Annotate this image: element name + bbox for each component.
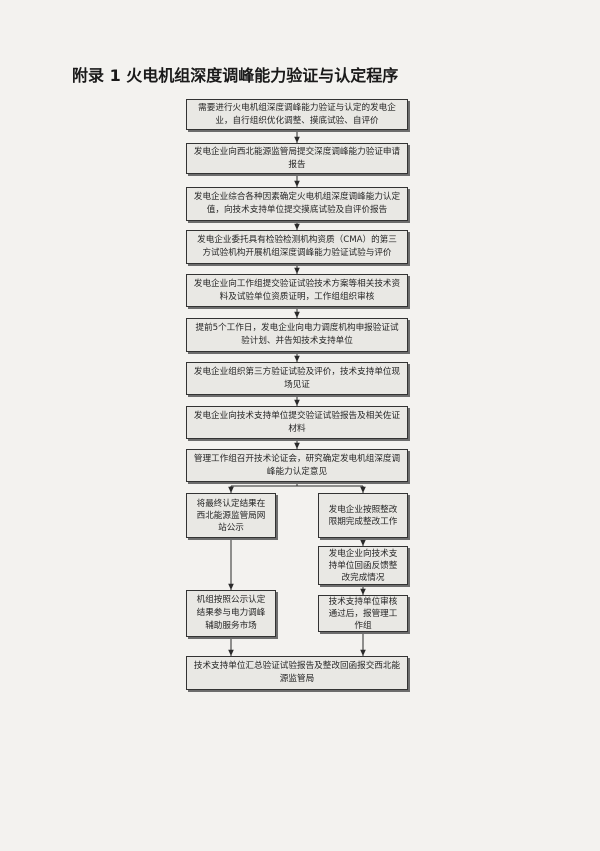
step-1-self-evaluation: 需要进行火电机组深度调峰能力验证与认定的发电企业，自行组织优化调整、摸底试验、自…: [186, 99, 408, 130]
step-5-submit-technical-plan: 发电企业向工作组提交验证试验技术方案等相关技术资料及试验单位资质证明，工作组组织…: [186, 274, 408, 307]
page-title: 附录 1 火电机组深度调峰能力验证与认定程序: [72, 66, 399, 85]
step-9-technical-review: 管理工作组召开技术论证会，研究确定发电机组深度调峰能力认定意见: [186, 449, 408, 482]
market-participation-box: 机组按照公示认定结果参与电力调峰辅助服务市场: [186, 590, 276, 637]
feedback-box: 发电企业向技术支持单位回函反馈整改完成情况: [318, 546, 408, 585]
step-4-third-party-test: 发电企业委托具有检验检测机构资质（CMA）的第三方试验机构开展机组深度调峰能力验…: [186, 230, 408, 264]
step-2-application-report: 发电企业向西北能源监管局提交深度调峰能力验证申请报告: [186, 143, 408, 174]
rectify-box: 发电企业按照整改限期完成整改工作: [318, 493, 408, 538]
step-7-organize-test: 发电企业组织第三方验证试验及评价，技术支持单位现场见证: [186, 362, 408, 395]
step-6-declare-test-plan: 提前5个工作日，发电企业向电力调度机构申报验证试验计划、并告知技术支持单位: [186, 318, 408, 352]
final-summary-box: 技术支持单位汇总验证试验报告及整改回函报交西北能源监管局: [186, 656, 408, 690]
step-8-submit-test-report: 发电企业向技术支持单位提交验证试验报告及相关佐证材料: [186, 406, 408, 439]
publish-result-box: 将最终认定结果在西北能源监管局网站公示: [186, 493, 276, 538]
step-3-determine-value: 发电企业综合各种因素确定火电机组深度调峰能力认定值，向技术支持单位提交摸底试验及…: [186, 187, 408, 221]
review-box: 技术支持单位审核通过后，报管理工作组: [318, 595, 408, 632]
